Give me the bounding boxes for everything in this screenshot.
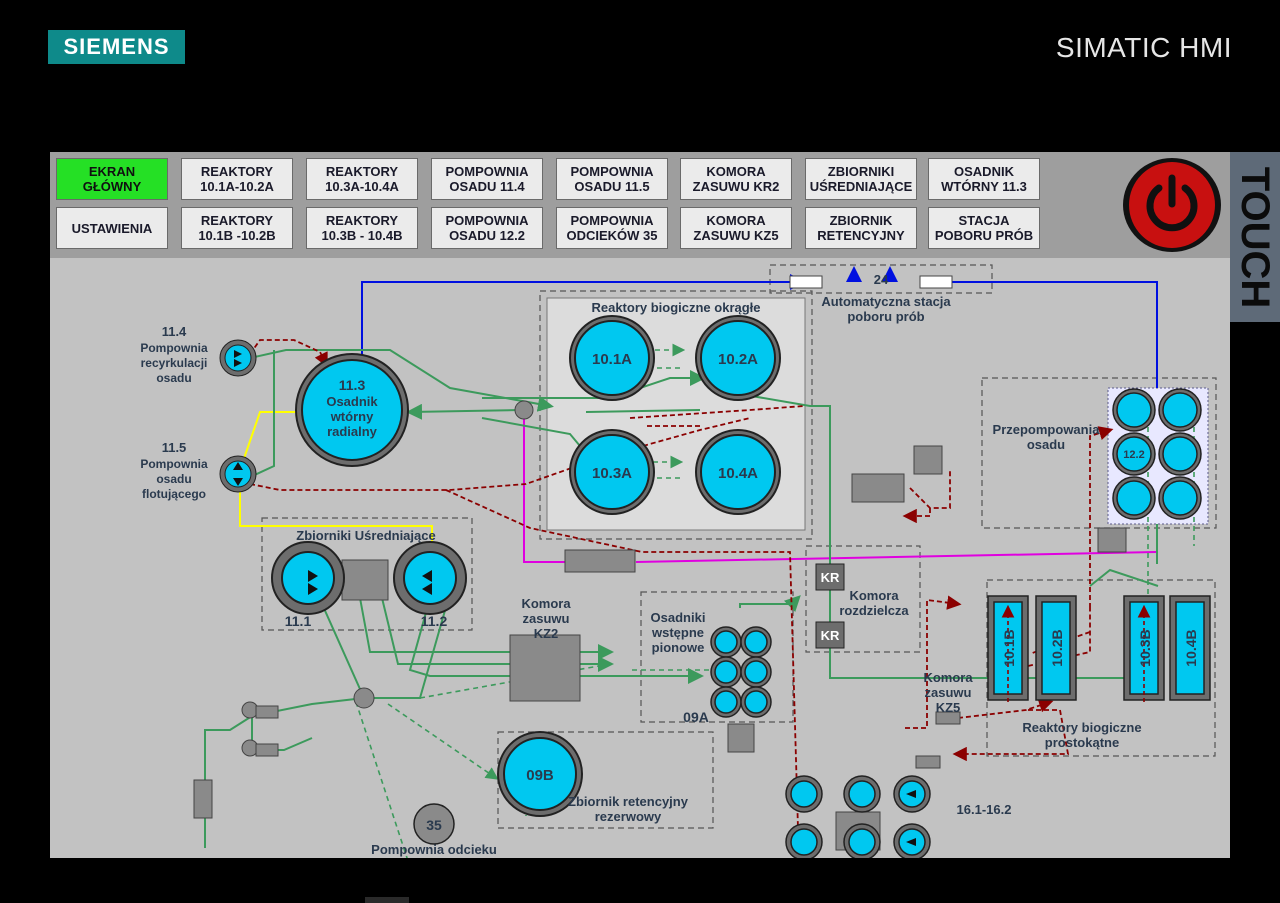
kr-label-1[interactable]: KR bbox=[821, 570, 840, 585]
siemens-logo: SIEMENS bbox=[48, 30, 185, 64]
sample-station-id: 24 bbox=[874, 272, 889, 287]
reactor-104a-label[interactable]: 10.4A bbox=[718, 465, 758, 482]
equalization-title: Zbiorniki Uśredniające bbox=[296, 528, 435, 543]
power-icon bbox=[1129, 162, 1215, 248]
touch-text: TOUCH bbox=[1233, 166, 1278, 308]
reactor-101b-label[interactable]: 10.1B bbox=[1001, 629, 1017, 666]
round-reactors-title: Reaktory biogiczne okrągłe bbox=[591, 300, 760, 315]
reactor-104b-label[interactable]: 10.4B bbox=[1183, 629, 1199, 666]
reactor-102a-label[interactable]: 10.2A bbox=[718, 351, 758, 368]
touch-side-label: TOUCH bbox=[1230, 152, 1280, 322]
pump-114-id: 11.4 bbox=[162, 324, 187, 339]
reactor-103b-label[interactable]: 10.3B bbox=[1137, 629, 1153, 666]
hmi-title: SIMATIC HMI bbox=[1055, 32, 1232, 63]
clarifier-113-id: 11.3 bbox=[339, 377, 366, 393]
kr-label-2[interactable]: KR bbox=[821, 628, 840, 643]
pump-35-name: Pompownia odcieku bbox=[371, 842, 497, 857]
reactor-101a-label[interactable]: 10.1A bbox=[592, 351, 632, 368]
tank-111-label[interactable]: 11.1 bbox=[285, 613, 312, 629]
pump-115-id: 11.5 bbox=[162, 440, 187, 455]
retention-id[interactable]: 09B bbox=[526, 767, 554, 784]
pumps-16-name[interactable]: 16.1-16.2 bbox=[957, 802, 1012, 817]
pumping-122-id[interactable]: 12.2 bbox=[1123, 449, 1144, 461]
bottom-tab bbox=[365, 897, 409, 903]
reactor-103a-label[interactable]: 10.3A bbox=[592, 465, 632, 482]
primary-settlers-id[interactable]: 09A bbox=[683, 709, 709, 725]
nav-button-2-1[interactable]: USTAWIENIA bbox=[56, 207, 168, 249]
power-button[interactable] bbox=[1123, 158, 1221, 252]
reactor-102b-label[interactable]: 10.2B bbox=[1049, 629, 1065, 666]
pump-35-id[interactable]: 35 bbox=[426, 817, 442, 833]
tank-112-label[interactable]: 11.2 bbox=[421, 613, 448, 629]
